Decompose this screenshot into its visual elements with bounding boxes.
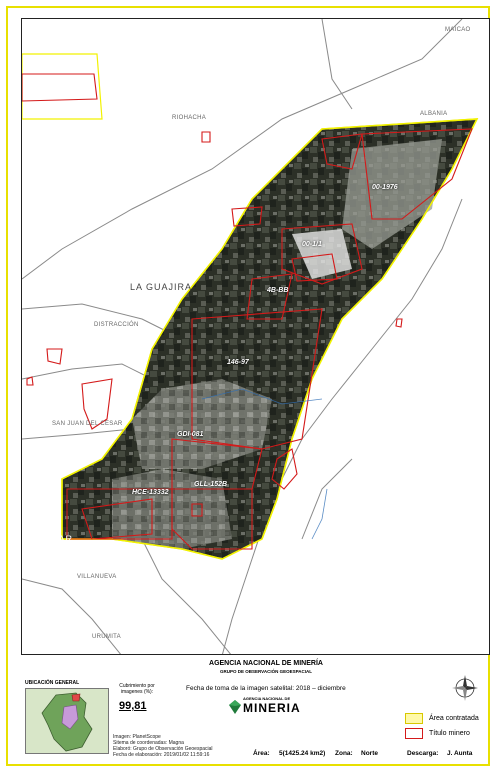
group-subtitle: GRUPO DE OBSERVACIÓN GEOESPACIAL — [219, 669, 312, 674]
label-villanueva: VILLANUEVA — [77, 574, 117, 580]
title-label-00-1976: 00-1976 — [372, 184, 398, 191]
metadata-block: Imagen: PlanetScope Sitema de coordenada… — [113, 734, 213, 758]
rivers — [201, 388, 328, 540]
legend-title-label: Título minero — [429, 730, 470, 737]
map-frame: MAICAO RIOHACHA ALBANIA LA GUAJIRA DISTR… — [21, 18, 490, 655]
mining-titles — [22, 73, 473, 550]
boundary-lines — [22, 19, 463, 654]
ubicacion-title: UBICACIÓN GENERAL — [25, 680, 80, 686]
label-san-juan: SAN JUAN DEL CESAR — [52, 421, 123, 427]
label-urumita: URUMITA — [92, 634, 121, 640]
title-label-gdi-081: GDI-081 — [177, 431, 204, 438]
title-label-hce-13332: HCE-13332 — [132, 489, 169, 496]
legend-contracted-label: Área contratada — [429, 715, 479, 722]
meta-coordinates: Sitema de coordenadas: Magna — [113, 740, 184, 746]
descarga-label: Descarga: — [407, 750, 439, 757]
area-label: Área: — [253, 750, 270, 757]
location-inset-map — [25, 688, 109, 754]
label-albania: ALBANIA — [420, 111, 448, 117]
title-label-4b: 4B-BB — [267, 287, 289, 294]
title-label-gll-152b: GLL-152B — [194, 481, 228, 488]
label-maicao: MAICAO — [445, 27, 471, 33]
legend-title-swatch — [405, 728, 423, 739]
capture-date: Fecha de toma de la imagen satelital: 20… — [186, 685, 346, 692]
inset-colombia-map — [26, 689, 108, 753]
descarga-value: J. Aunta — [447, 750, 473, 757]
meta-author: Elaboró: Grupo de Observación Geoespacia… — [113, 746, 213, 752]
agency-logo: AGENCIA NACIONAL DE MINERIA — [229, 696, 319, 722]
logo-big-text: MINERIA — [243, 701, 301, 715]
map-footer: UBICACIÓN GENERAL Cubrimiento por imagen… — [21, 658, 490, 762]
meta-date: Fecha de elaboración: 2019/01/02 11:59:1… — [113, 752, 210, 758]
logo-small-text: AGENCIA NACIONAL DE — [243, 696, 291, 701]
zona-label: Zona: — [335, 750, 353, 757]
label-distraccion: DISTRACCIÓN — [94, 322, 139, 328]
coverage-value: 99,81 — [119, 700, 147, 712]
zona-value: Norte — [361, 750, 378, 757]
legend-contracted-swatch — [405, 713, 423, 724]
title-label-00-1: 00-1/1 — [302, 241, 322, 248]
legend-title: Título minero — [405, 728, 494, 740]
diamond-icon — [229, 700, 241, 714]
contracted-area-top — [22, 53, 103, 120]
agency-title: AGENCIA NACIONAL DE MINERÍA — [209, 660, 323, 667]
label-riohacha: RIOHACHA — [172, 115, 207, 121]
coverage-label: Cubrimiento por imagenes (%): — [119, 683, 155, 695]
contracted-area — [61, 118, 479, 560]
map-canvas — [22, 19, 479, 654]
area-value: 5(1425.24 km2) — [279, 750, 326, 757]
label-cesar: CESAR — [37, 534, 74, 544]
title-label-146-97: 146-97 — [227, 359, 249, 366]
satellite-imagery — [61, 118, 479, 560]
legend-contracted: Área contratada — [405, 713, 494, 725]
north-arrow-icon — [452, 675, 478, 701]
label-la-guajira: LA GUAJIRA — [130, 282, 193, 292]
meta-image: Imagen: PlanetScope — [113, 734, 161, 740]
